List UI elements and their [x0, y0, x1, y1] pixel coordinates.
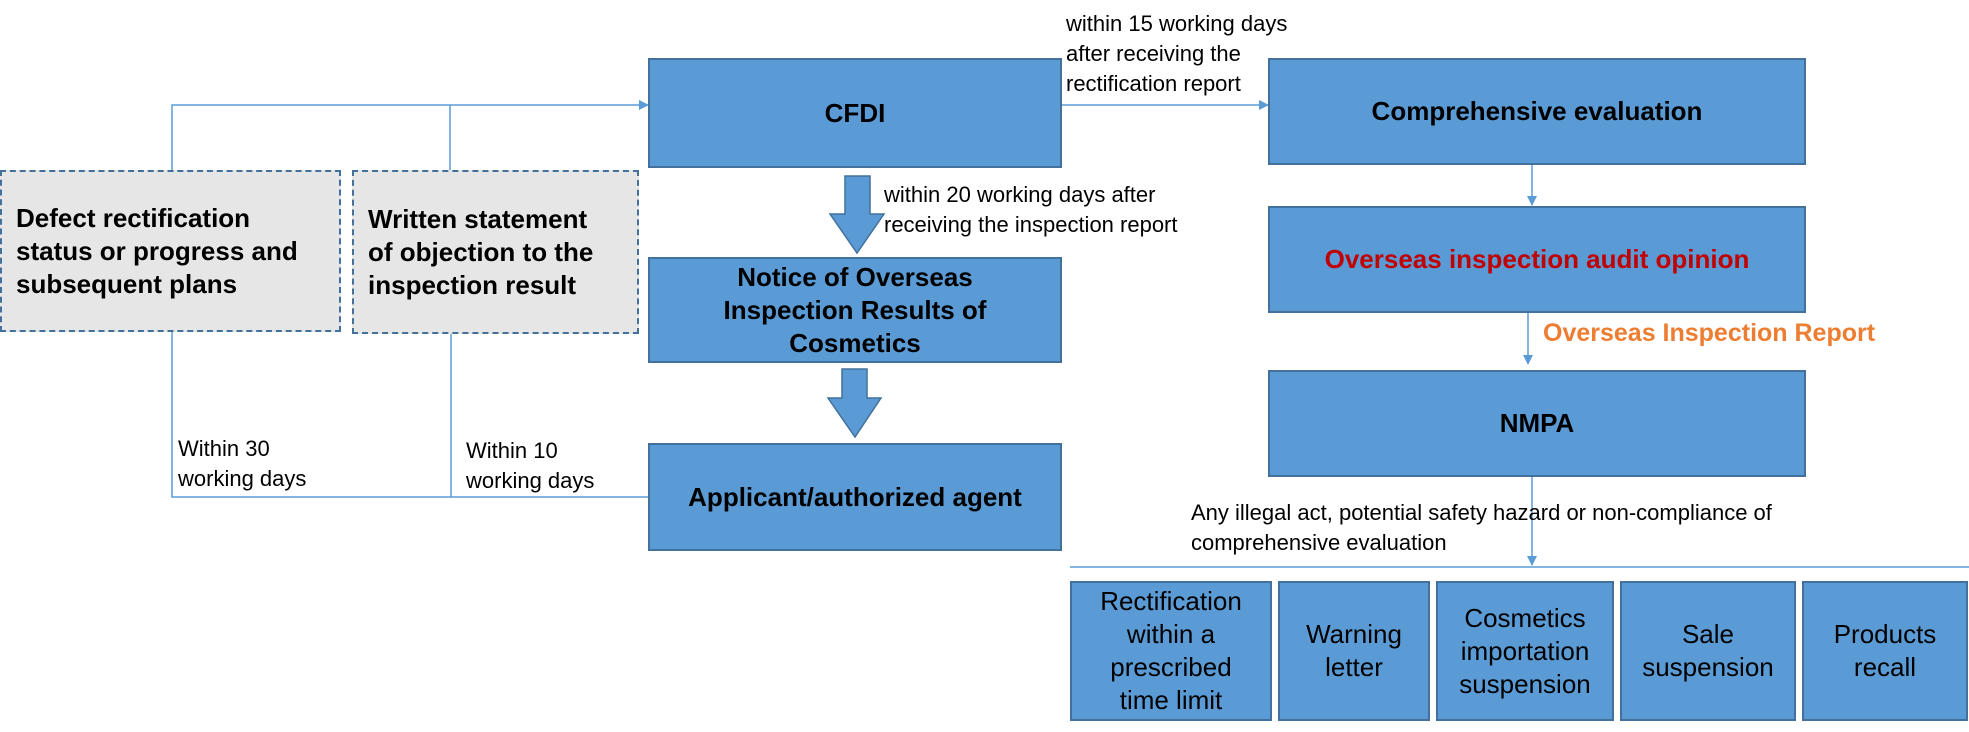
- nmpa-box: NMPA: [1268, 370, 1806, 477]
- outcome-recall-line-2: recall: [1853, 652, 1917, 682]
- defect-line-2: status or progress and: [16, 235, 298, 266]
- applicant-label: Applicant/authorized agent: [688, 481, 1022, 512]
- outcome-rectification-line-1: Rectification: [1100, 586, 1242, 616]
- outcome-sale-suspension-box: Sale suspension: [1620, 581, 1796, 721]
- within-20-line-2: receiving the inspection report: [884, 212, 1178, 237]
- outcome-importation-line-3: suspension: [1459, 668, 1591, 699]
- applicant-box: Applicant/authorized agent: [648, 443, 1062, 551]
- nmpa-label: NMPA: [1499, 408, 1575, 438]
- defect-rectification-box: Defect rectification status or progress …: [0, 170, 341, 332]
- illegal-line-2: comprehensive evaluation: [1191, 530, 1447, 555]
- comprehensive-evaluation-box: Comprehensive evaluation: [1268, 58, 1806, 165]
- comprehensive-evaluation-label: Comprehensive evaluation: [1371, 96, 1703, 126]
- written-statement-box: Written statement of objection to the in…: [352, 170, 639, 334]
- block-arrow-notice-to-applicant: [826, 368, 883, 439]
- within-30-line-2: working days: [178, 466, 307, 491]
- within-15-line-1: within 15 working days: [1066, 11, 1288, 36]
- audit-opinion-box: Overseas inspection audit opinion: [1268, 206, 1806, 313]
- notice-line-3: Cosmetics: [789, 327, 921, 358]
- outcome-sale-line-2: suspension: [1642, 652, 1774, 682]
- applicant-to-defect-line: [171, 332, 648, 498]
- block-arrow-cfdi-to-notice: [828, 175, 886, 255]
- outcome-rectification-box: Rectification within a prescribed time l…: [1070, 581, 1272, 721]
- within-10-line-1: Within 10: [466, 438, 558, 463]
- outcome-rectification-line-3: prescribed: [1110, 652, 1232, 682]
- outcome-importation-line-2: importation: [1460, 635, 1590, 666]
- within-30-days-label: Within 30 working days: [178, 434, 306, 494]
- outcome-recall-line-1: Products: [1833, 619, 1937, 649]
- notice-line-2: Inspection Results of: [723, 294, 987, 325]
- outcome-importation-suspension-box: Cosmetics importation suspension: [1436, 581, 1614, 721]
- statement-line-1: Written statement: [368, 203, 588, 234]
- outcome-warning-line-1: Warning: [1306, 619, 1402, 649]
- outcome-sale-line-1: Sale: [1681, 619, 1735, 649]
- within-15-line-3: rectification report: [1066, 71, 1241, 96]
- defect-line-3: subsequent plans: [16, 268, 238, 299]
- cfdi-box: CFDI: [648, 58, 1062, 168]
- notice-box: Notice of Overseas Inspection Results of…: [648, 257, 1062, 363]
- outcome-rectification-line-2: within a: [1126, 619, 1216, 649]
- outcome-products-recall-box: Products recall: [1802, 581, 1968, 721]
- defect-to-cfdi-line: [171, 100, 649, 170]
- statement-line-3: inspection result: [368, 269, 577, 300]
- outcome-warning-line-2: letter: [1325, 652, 1383, 682]
- cfdi-label: CFDI: [824, 97, 886, 128]
- statement-line-2: of objection to the: [368, 236, 594, 267]
- within-30-line-1: Within 30: [178, 436, 270, 461]
- within-15-line-2: after receiving the: [1066, 41, 1241, 66]
- illegal-line-1: Any illegal act, potential safety hazard…: [1191, 500, 1772, 525]
- within-15-days-label: within 15 working days after receiving t…: [1066, 9, 1287, 99]
- outcome-importation-line-1: Cosmetics: [1464, 602, 1586, 633]
- defect-line-1: Defect rectification: [16, 202, 251, 233]
- outcome-warning-letter-box: Warning letter: [1278, 581, 1430, 721]
- within-20-line-1: within 20 working days after: [884, 182, 1156, 207]
- within-10-line-2: working days: [466, 468, 595, 493]
- within-20-days-label: within 20 working days after receiving t…: [884, 180, 1178, 240]
- outcome-rectification-line-4: time limit: [1119, 685, 1223, 715]
- illegal-act-label: Any illegal act, potential safety hazard…: [1191, 498, 1772, 558]
- audit-opinion-label: Overseas inspection audit opinion: [1324, 244, 1750, 274]
- notice-line-1: Notice of Overseas: [737, 261, 973, 292]
- overseas-inspection-report-label: Overseas Inspection Report: [1543, 319, 1876, 347]
- within-10-days-label: Within 10 working days: [466, 436, 594, 496]
